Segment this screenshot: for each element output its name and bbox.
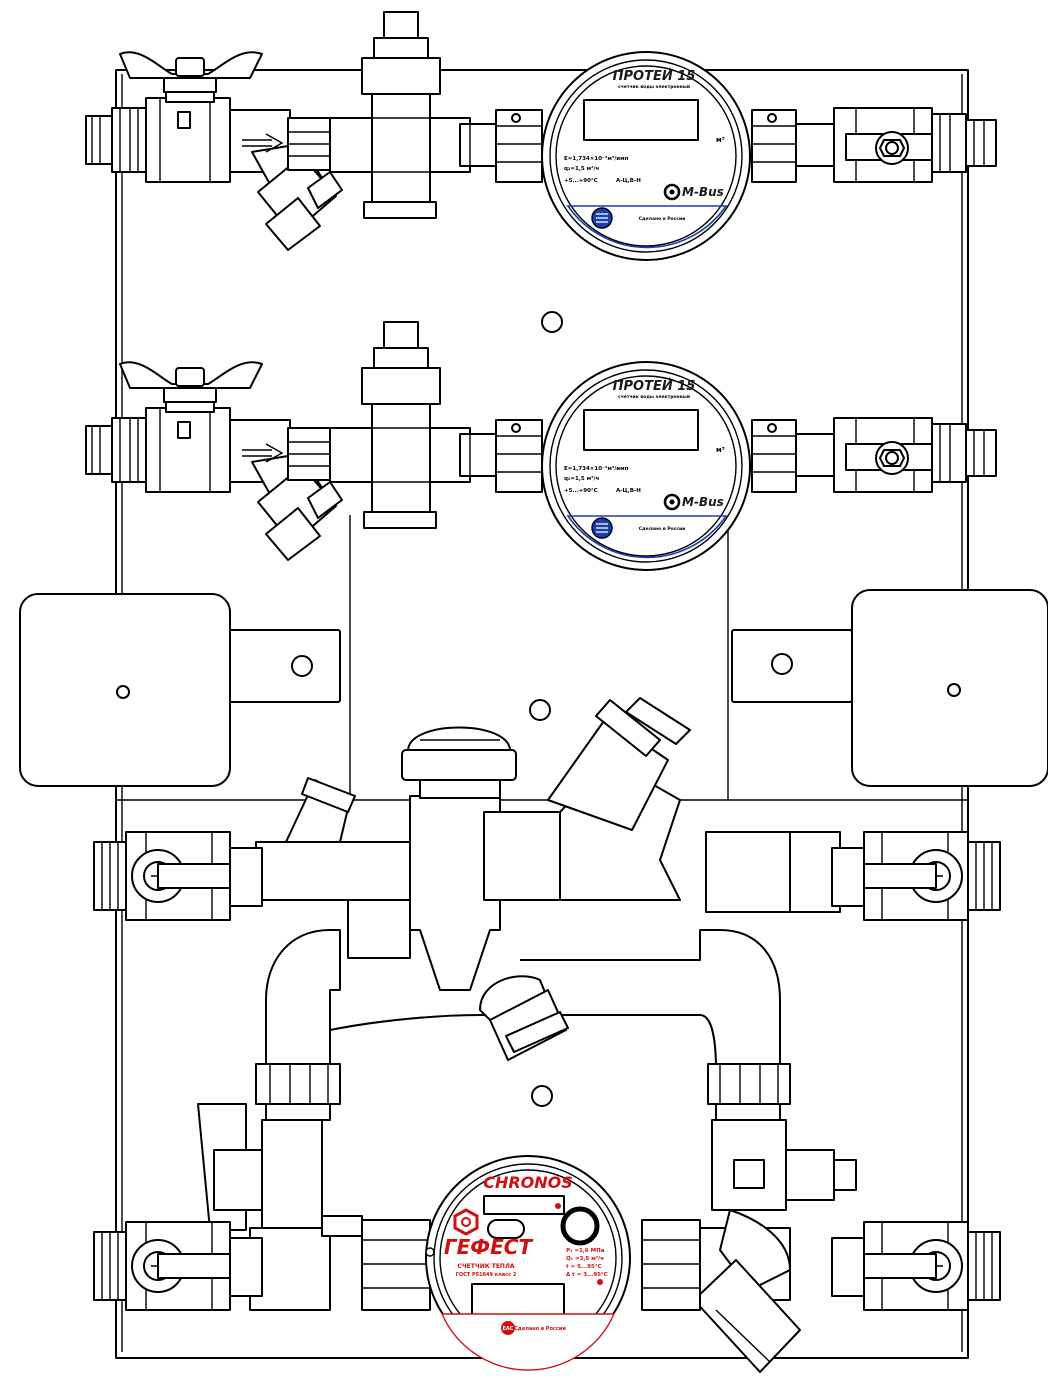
flow-arrow-icon xyxy=(242,133,284,153)
svg-text:ЕАС: ЕАС xyxy=(503,1326,514,1332)
heat-meter-param-2: Q₁ =3,5 м³/ч xyxy=(566,1255,604,1262)
meter-spec-1: Е=1,734×10⁻³м³/имп xyxy=(564,465,629,472)
meter-unit: м³ xyxy=(716,136,725,144)
mbus-logo-icon: M-Bus xyxy=(663,183,724,201)
mount-hole xyxy=(531,1085,553,1107)
mixing-unit xyxy=(255,697,841,1111)
water-meter-row-2: ПРОТЕЙ 15 счетчик воды электронный м³ Е=… xyxy=(85,321,997,571)
meter-unit: м³ xyxy=(716,446,725,454)
ball-valve xyxy=(93,831,263,921)
mounting-panel xyxy=(115,69,969,1359)
ball-valve xyxy=(831,831,1001,921)
mbus-logo-icon: M-Bus xyxy=(663,493,724,511)
mount-hole xyxy=(529,699,551,721)
left-bracket xyxy=(19,593,341,787)
meter-spec-2: q₂=1,5 м³/ч xyxy=(564,165,600,172)
meter-logo: M-Bus xyxy=(682,185,724,199)
heat-row-ball-valves xyxy=(93,1221,1001,1311)
plus-screw-icon xyxy=(879,449,905,467)
heat-meter-type: СЧЕТЧИК ТЕПЛА xyxy=(457,1263,515,1270)
heat-meter-model: ГЕФЕСТ xyxy=(444,1235,534,1259)
heat-meter-param-3: t = 5...95°С xyxy=(566,1264,602,1270)
heat-meter-standard: ГОСТ Р51649 класс 2 xyxy=(456,1272,517,1278)
heat-meter-param-1: P₁ =1,6 MПа xyxy=(566,1248,605,1254)
meter-spec-2: q₂=1,5 м³/ч xyxy=(564,475,600,482)
gefest-logo-icon xyxy=(453,1208,479,1236)
ball-valve xyxy=(831,1221,1001,1311)
meter-spec-1: Е=1,734×10⁻³м³/имп xyxy=(564,155,629,162)
meter-footer: Сделано в России xyxy=(639,526,686,532)
water-meter-dial: ПРОТЕЙ 15 счетчик воды электронный м³ Е=… xyxy=(541,51,751,261)
meter-subtitle: счетчик воды электронный xyxy=(618,83,690,90)
plus-screw-icon xyxy=(879,139,905,157)
meter-brand: ПРОТЕЙ 15 xyxy=(613,378,696,394)
mixing-unit-ball-valves xyxy=(93,831,1001,921)
meter-subtitle: счетчик воды электронный xyxy=(618,393,690,400)
heat-meter: CHRONOS ГЕФЕСТ СЧЕТЧИК ТЕПЛА ГОСТ Р51649… xyxy=(425,1155,631,1371)
meter-footer: Сделано в России xyxy=(639,216,686,222)
heat-meter-param-4: Δ t = 3...95°С xyxy=(566,1272,608,1278)
meter-spec-3: +5...+90°С xyxy=(564,488,598,494)
water-meter-dial: ПРОТЕЙ 15 счетчик воды электронный м³ Е=… xyxy=(541,361,751,571)
flow-arrow-icon xyxy=(242,443,284,463)
meter-spec-4: А-Ц,В-Н xyxy=(616,488,641,494)
meter-spec-3: +5...+90°С xyxy=(564,178,598,184)
heat-meter-brand: CHRONOS xyxy=(483,1173,573,1192)
meter-spec-4: А-Ц,В-Н xyxy=(616,178,641,184)
heat-meter-row xyxy=(197,1063,857,1373)
mount-hole xyxy=(541,311,563,333)
heat-meter-footer: Сделано в России xyxy=(514,1326,566,1332)
meter-brand: ПРОТЕЙ 15 xyxy=(613,68,696,84)
water-meter-row-1: ПРОТЕЙ 15 счетчик воды электронный м³ Е=… xyxy=(85,11,997,261)
right-bracket xyxy=(731,589,1048,787)
meter-logo: M-Bus xyxy=(682,495,724,509)
ball-valve xyxy=(93,1221,263,1311)
